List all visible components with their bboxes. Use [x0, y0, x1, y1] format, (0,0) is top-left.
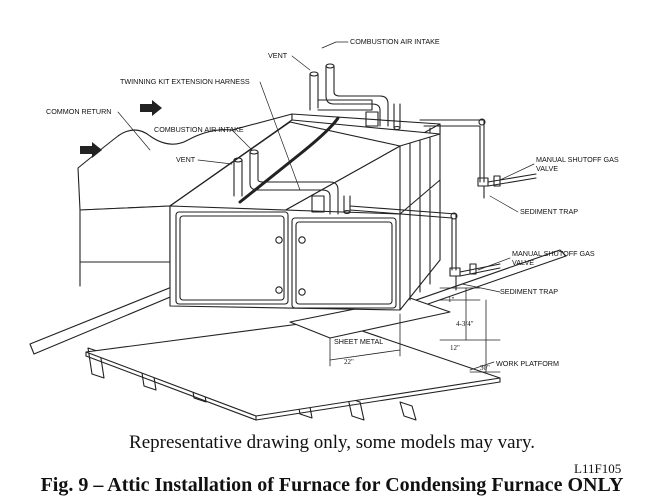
dim-22-inch: 22": [344, 358, 354, 366]
upper-pipes: [309, 63, 401, 131]
dim-1-inch: 1": [448, 296, 455, 304]
combustion-air-intake-label-lower: COMBUSTION AIR INTAKE: [154, 125, 244, 134]
combustion-air-intake-label-top: COMBUSTION AIR INTAKE: [350, 37, 440, 46]
valve-label-lower: VALVE: [512, 258, 534, 267]
vent-label-top: VENT: [268, 51, 288, 60]
common-return-label: COMMON RETURN: [46, 107, 111, 116]
manual-shutoff-label-lower: MANUAL SHUTOFF GAS: [512, 249, 595, 258]
sediment-trap-label-lower: SEDIMENT TRAP: [500, 287, 558, 296]
twinning-kit-label: TWINNING KIT EXTENSION HARNESS: [120, 77, 250, 86]
leader-lines: [117, 41, 535, 371]
work-platform-label: WORK PLATFORM: [496, 359, 559, 368]
valve-label-upper: VALVE: [536, 164, 558, 173]
drawing-note: Representative drawing only, some models…: [129, 432, 535, 453]
return-arrow-lower: [80, 142, 102, 158]
common-return-duct: [77, 113, 293, 287]
dim-12-inch: 12": [450, 344, 460, 352]
work-platform: [85, 319, 501, 421]
twinning-harness: [238, 116, 340, 204]
figure-title: Fig. 9 – Attic Installation of Furnace f…: [40, 474, 624, 496]
sheet-metal-label: SHEET METAL: [334, 337, 383, 346]
dim-4-3-4-inch: 4-3/4": [456, 320, 474, 328]
gas-pipe-upper: [419, 118, 537, 199]
dimension-lines: [329, 287, 501, 373]
dim-30-inch: 30": [480, 364, 490, 372]
gas-pipe-lower: [349, 205, 501, 291]
lower-pipes: [233, 149, 351, 215]
return-arrow-upper: [140, 100, 162, 116]
vent-label-lower: VENT: [176, 155, 196, 164]
figure-code: L11F105: [574, 461, 622, 476]
manual-shutoff-label-upper: MANUAL SHUTOFF GAS: [536, 155, 619, 164]
sediment-trap-label-upper: SEDIMENT TRAP: [520, 207, 578, 216]
